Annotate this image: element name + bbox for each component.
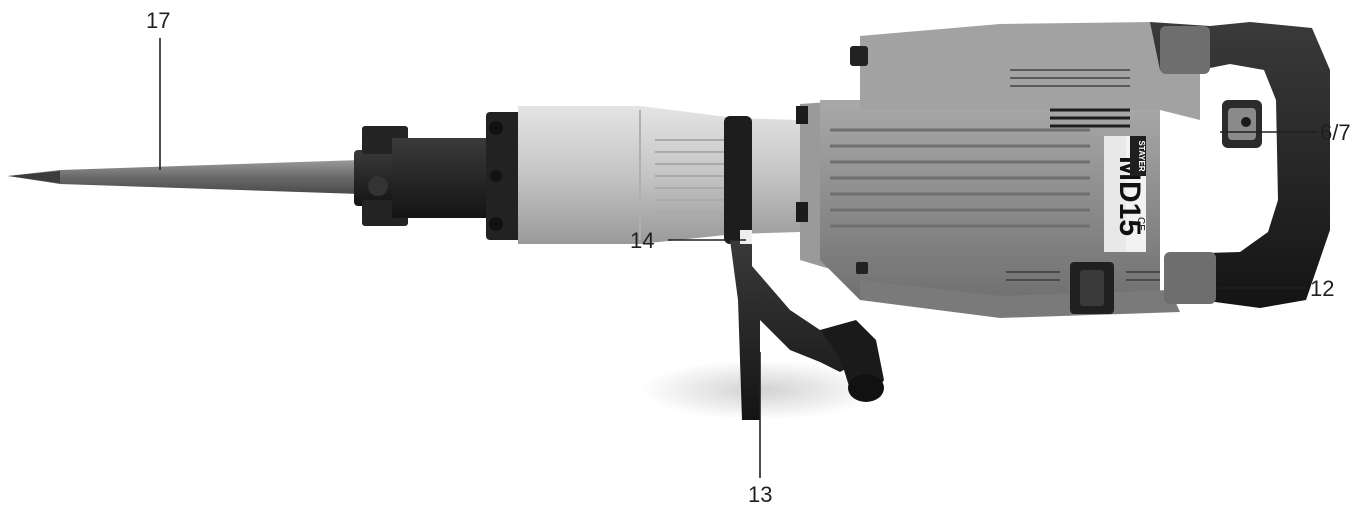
callout-12: 12 xyxy=(1310,276,1334,301)
rear-handle xyxy=(1150,22,1330,308)
callout-14: 14 xyxy=(630,228,654,253)
brand-label: MD15 STAYER CE xyxy=(1104,136,1146,252)
callout-6-7: 6/7 xyxy=(1320,120,1351,145)
callout-13: 13 xyxy=(748,482,772,507)
side-handle xyxy=(724,116,884,420)
front-flange xyxy=(486,112,522,240)
barrel xyxy=(518,106,800,244)
chisel xyxy=(8,160,360,194)
motor-housing xyxy=(796,22,1200,318)
tool-retainer xyxy=(354,126,492,226)
callout-17: 17 xyxy=(146,8,170,33)
brand-name: STAYER xyxy=(1137,140,1146,171)
ce-mark: CE xyxy=(1135,217,1146,231)
